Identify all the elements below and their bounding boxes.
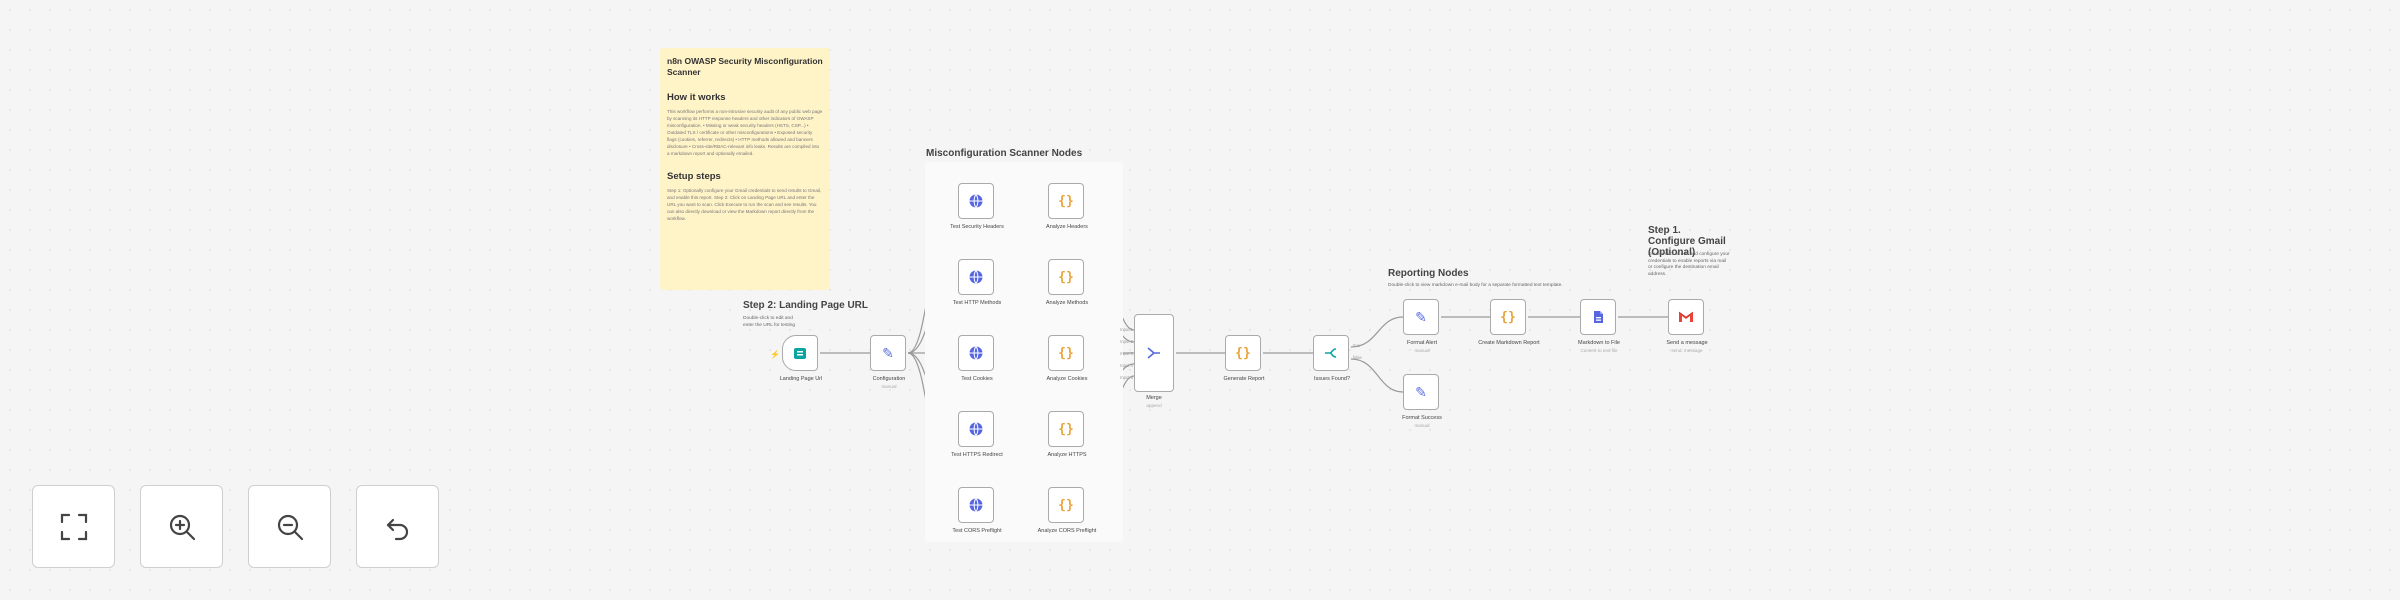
merge-input-ports: Input 1 Input 2 Input 3 Input 4 Input 5 bbox=[1111, 324, 1133, 384]
undo-icon bbox=[383, 512, 413, 542]
node-label: Send a message bbox=[1666, 340, 1708, 346]
form-icon bbox=[792, 345, 808, 361]
if-port-true: true bbox=[1353, 343, 1361, 348]
node-test-https-redirect[interactable] bbox=[958, 411, 994, 447]
sticky-title: n8n OWASP Security Misconfiguration Scan… bbox=[667, 56, 823, 77]
node-configuration[interactable]: ✎ bbox=[870, 335, 906, 371]
node-label: Test CORS Preflight bbox=[952, 528, 1002, 534]
node-analyze-cookies[interactable]: {} bbox=[1048, 335, 1084, 371]
node-create-markdown-report[interactable]: {} bbox=[1490, 299, 1526, 335]
globe-icon bbox=[968, 345, 984, 361]
node-test-http-methods[interactable] bbox=[958, 259, 994, 295]
sticky-note-overview[interactable]: n8n OWASP Security Misconfiguration Scan… bbox=[660, 48, 830, 290]
pencil-icon: ✎ bbox=[882, 344, 894, 361]
node-markdown-to-file[interactable] bbox=[1580, 299, 1616, 335]
node-label: Analyze Methods bbox=[1045, 300, 1089, 306]
pencil-icon: ✎ bbox=[1415, 308, 1427, 325]
zoom-in-icon bbox=[167, 512, 197, 542]
node-label: Configuration bbox=[872, 376, 906, 382]
code-icon: {} bbox=[1500, 309, 1516, 325]
node-analyze-https[interactable]: {} bbox=[1048, 411, 1084, 447]
code-icon: {} bbox=[1235, 345, 1251, 361]
node-analyze-cors-preflight[interactable]: {} bbox=[1048, 487, 1084, 523]
node-send-a-message[interactable] bbox=[1668, 299, 1704, 335]
zoom-out-icon bbox=[275, 512, 305, 542]
node-label: Merge bbox=[1146, 395, 1162, 401]
node-merge[interactable] bbox=[1134, 314, 1174, 392]
merge-port-label: Input 5 bbox=[1120, 375, 1133, 380]
node-label: Test HTTP Methods bbox=[952, 300, 1002, 306]
node-analyze-methods[interactable]: {} bbox=[1048, 259, 1084, 295]
node-label: Analyze HTTPS bbox=[1047, 452, 1087, 458]
node-label: Analyze CORS Preflight bbox=[1037, 528, 1097, 534]
merge-port-label: Input 1 bbox=[1120, 327, 1133, 332]
node-test-cors-preflight[interactable] bbox=[958, 487, 994, 523]
fit-view-icon bbox=[59, 512, 89, 542]
code-icon: {} bbox=[1058, 193, 1074, 209]
node-format-alert[interactable]: ✎ bbox=[1403, 299, 1439, 335]
node-test-security-headers[interactable] bbox=[958, 183, 994, 219]
code-icon: {} bbox=[1058, 421, 1074, 437]
node-label: Create Markdown Report bbox=[1478, 340, 1540, 346]
node-sublabel: send: message bbox=[1671, 348, 1703, 353]
trigger-bolt-icon: ⚡ bbox=[770, 350, 780, 359]
globe-icon bbox=[968, 421, 984, 437]
node-label: Issues Found? bbox=[1313, 376, 1351, 382]
reporting-group-desc: Double-click to view markdown e-mail bod… bbox=[1388, 283, 1563, 288]
globe-icon bbox=[968, 497, 984, 513]
if-port-false: false bbox=[1353, 355, 1362, 360]
node-label: Test Security Headers bbox=[950, 224, 1004, 230]
merge-port-label: Input 2 bbox=[1120, 339, 1133, 344]
merge-port-label: Input 4 bbox=[1120, 363, 1133, 368]
if-output-ports: true false bbox=[1353, 340, 1362, 364]
node-label: Markdown to File bbox=[1578, 340, 1620, 346]
setup-steps-heading: Setup steps bbox=[667, 171, 721, 182]
landing-group-title: Step 2: Landing Page URL bbox=[743, 300, 869, 311]
code-icon: {} bbox=[1058, 345, 1074, 361]
code-icon: {} bbox=[1058, 269, 1074, 285]
scanner-group-background bbox=[925, 162, 1123, 542]
node-sublabel: manual bbox=[881, 384, 897, 389]
node-label: Format Alert bbox=[1407, 340, 1437, 346]
zoom-out-button[interactable] bbox=[248, 485, 331, 568]
file-convert-icon bbox=[1590, 309, 1606, 325]
pencil-icon: ✎ bbox=[1415, 383, 1427, 400]
node-generate-report[interactable]: {} bbox=[1225, 335, 1261, 371]
gmail-group-title: Step 1. Configure Gmail (Optional) bbox=[1648, 225, 1726, 258]
code-icon: {} bbox=[1058, 497, 1074, 513]
how-it-works-text: This workflow performs a non-intrusive s… bbox=[667, 109, 823, 156]
reporting-group-title: Reporting Nodes bbox=[1388, 268, 1469, 279]
scanner-group-title: Misconfiguration Scanner Nodes bbox=[926, 148, 1083, 159]
node-label: Generate Report bbox=[1223, 376, 1265, 382]
node-label: Test Cookies bbox=[961, 376, 993, 382]
setup-steps-text: Step 1: Optionally configure your Gmail … bbox=[667, 188, 822, 221]
node-sublabel: manual bbox=[1414, 423, 1430, 428]
node-format-success[interactable]: ✎ bbox=[1403, 374, 1439, 410]
node-label: Test HTTPS Redirect bbox=[951, 452, 1003, 458]
zoom-in-button[interactable] bbox=[140, 485, 223, 568]
node-sublabel: manual bbox=[1414, 348, 1430, 353]
landing-group-desc: Double-click to edit and enter the URL f… bbox=[743, 316, 796, 328]
gmail-icon bbox=[1678, 310, 1694, 324]
node-issues-found[interactable] bbox=[1313, 335, 1349, 371]
node-test-cookies[interactable] bbox=[958, 335, 994, 371]
how-it-works-heading: How it works bbox=[667, 92, 726, 103]
merge-icon bbox=[1146, 345, 1162, 361]
node-label: Analyze Headers bbox=[1046, 224, 1088, 230]
node-sublabel: append bbox=[1146, 403, 1162, 408]
globe-icon bbox=[968, 269, 984, 285]
node-landing-page-url[interactable] bbox=[782, 335, 818, 371]
merge-port-label: Input 3 bbox=[1120, 351, 1133, 356]
node-sublabel: Convert to text file bbox=[1580, 348, 1618, 353]
if-branch-icon bbox=[1323, 345, 1339, 361]
node-label: Analyze Cookies bbox=[1046, 376, 1088, 382]
fit-view-button[interactable] bbox=[32, 485, 115, 568]
node-label: Format Success bbox=[1402, 415, 1442, 421]
globe-icon bbox=[968, 193, 984, 209]
gmail-group-desc: Double-click to edit and configure your … bbox=[1648, 252, 1730, 277]
node-label: Landing Page Url bbox=[779, 376, 823, 382]
reset-zoom-button[interactable] bbox=[356, 485, 439, 568]
node-analyze-headers[interactable]: {} bbox=[1048, 183, 1084, 219]
